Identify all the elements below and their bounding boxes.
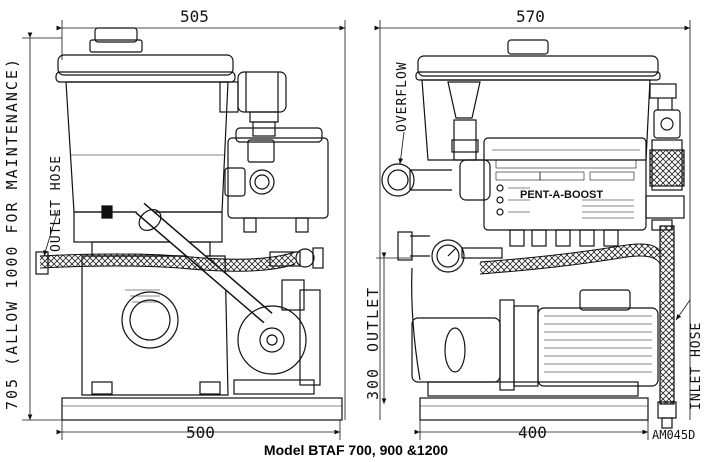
right-side-view	[374, 20, 691, 440]
label-outlet: OUTLET	[364, 286, 382, 352]
dimension-left-width-bottom: 500	[186, 423, 215, 442]
label-outlet-hose: OUTLET HOSE	[49, 155, 64, 252]
drawing-code: AM045D	[652, 428, 696, 442]
dimension-left-width-top: 505	[180, 7, 209, 26]
dimension-right-width-top: 570	[516, 7, 545, 26]
label-overflow: OVERFLOW	[395, 61, 410, 132]
label-inlet-hose: INLET HOSE	[689, 322, 704, 410]
dimension-height-left: 705 (ALLOW 1000 FOR MAINTENANCE)	[3, 57, 21, 410]
dimension-right-width-bottom: 400	[518, 423, 547, 442]
left-side-view	[22, 20, 346, 440]
brand-label: PENT-A-BOOST	[520, 189, 603, 201]
dimension-height-right: 300	[364, 367, 382, 400]
figure-caption: Model BTAF 700, 900 &1200	[263, 442, 449, 458]
